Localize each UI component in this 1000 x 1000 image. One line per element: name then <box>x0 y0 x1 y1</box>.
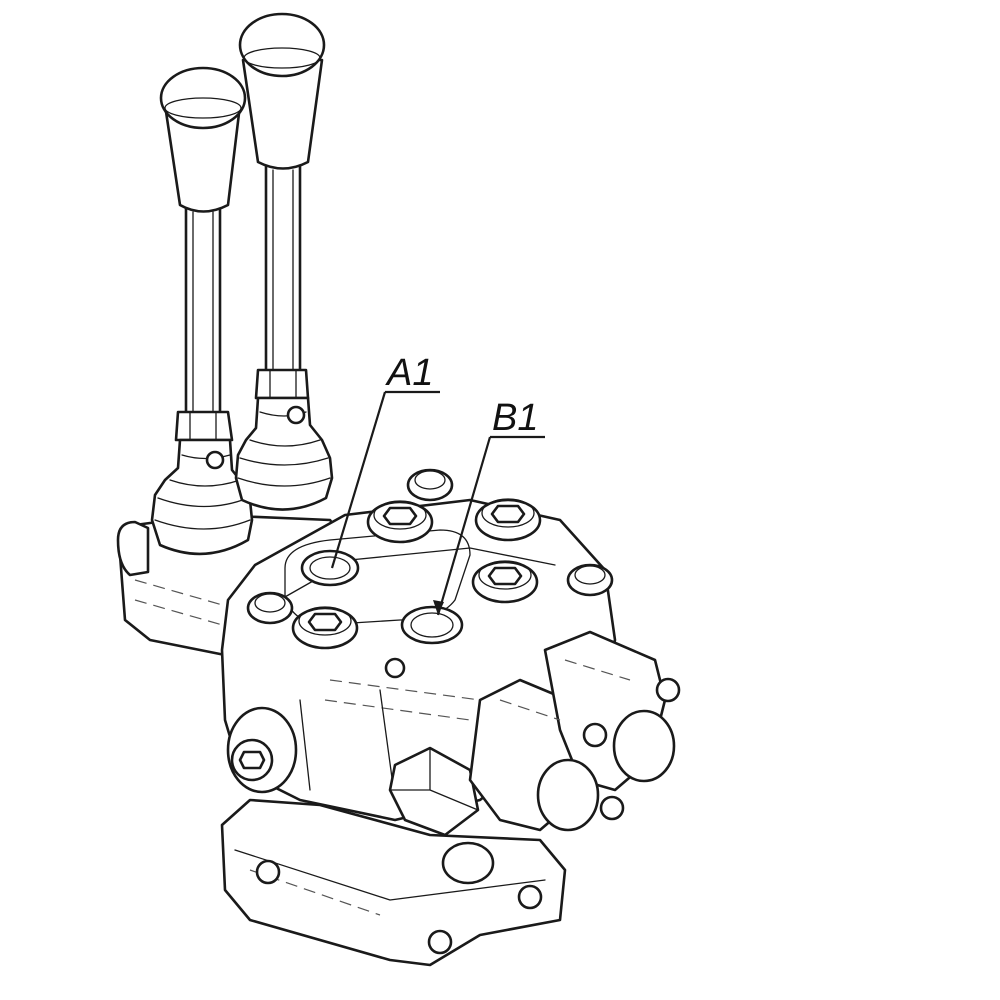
spool-cap-icon <box>536 758 600 832</box>
label-b1: B1 <box>492 397 538 439</box>
small-screw-icon <box>566 563 614 597</box>
small-screw-icon <box>255 859 281 885</box>
small-screw-icon <box>246 591 294 625</box>
spool-cap-icon <box>612 709 676 783</box>
socket-screw-icon <box>366 500 434 544</box>
label-a1: A1 <box>385 352 433 394</box>
lever-1-knob <box>159 66 247 213</box>
lever-2-boot <box>234 396 334 511</box>
arrow-head-icon <box>433 600 444 615</box>
small-screw-icon <box>599 795 625 821</box>
small-screw-icon <box>517 884 543 910</box>
lever-2-pin-icon <box>286 405 306 425</box>
spool-end-caps <box>468 630 681 865</box>
small-screw-icon <box>384 657 406 679</box>
small-screw-icon <box>655 677 681 703</box>
lever-1-nut <box>174 410 234 442</box>
base-port-icon <box>441 841 495 885</box>
lever-2 <box>234 12 334 511</box>
small-screw-icon <box>406 468 454 502</box>
lever-2-knob <box>238 12 326 170</box>
lever-1 <box>150 66 254 556</box>
top-face <box>284 529 471 645</box>
socket-screw-icon <box>471 560 539 604</box>
socket-screws <box>246 468 614 679</box>
socket-screw-icon <box>291 606 359 650</box>
side-plug <box>226 706 298 794</box>
hex-fitting <box>388 746 480 837</box>
base-block <box>220 798 567 967</box>
callout-b1: B1 <box>433 397 545 616</box>
small-screw-icon <box>582 722 608 748</box>
socket-screw-icon <box>474 498 542 542</box>
callout-a1: A1 <box>330 352 440 569</box>
lever-1-pin-icon <box>205 450 225 470</box>
lever-2-nut <box>254 368 310 400</box>
small-screw-icon <box>427 929 453 955</box>
